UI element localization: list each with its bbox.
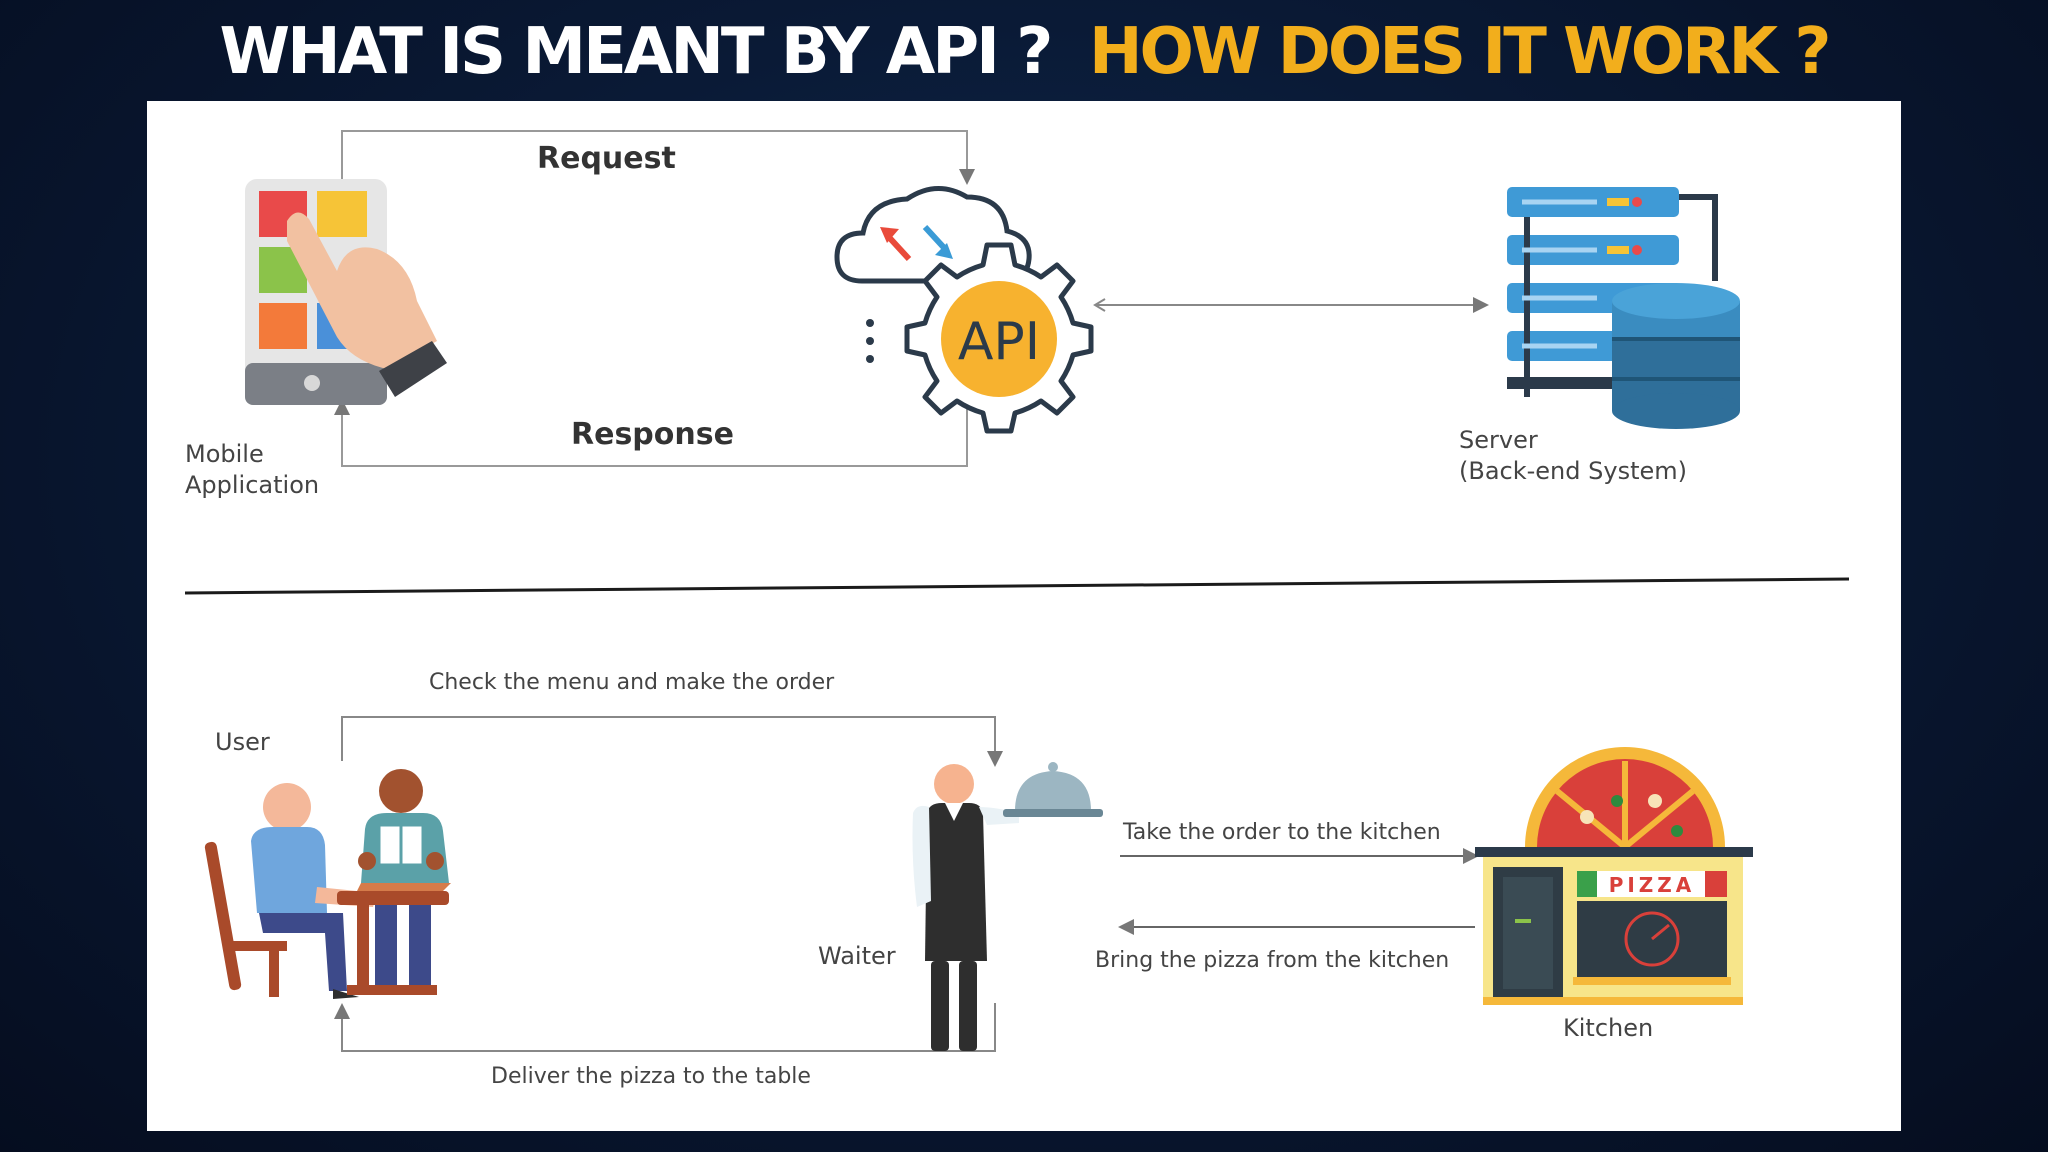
pizza-shop-icon: PIZZA: [1475, 747, 1753, 1005]
server-label: Server (Back-end System): [1459, 425, 1687, 487]
bring-pizza-label: Bring the pizza from the kitchen: [1095, 948, 1450, 973]
user-label: User: [215, 728, 270, 756]
database-icon: [1612, 283, 1740, 429]
mobile-phone-icon: [245, 179, 447, 405]
diners-icon: [204, 769, 451, 999]
mobile-label-line2: Application: [185, 471, 320, 500]
title-main: WHAT IS MEANT BY API ?: [219, 15, 1054, 89]
api-text: API: [958, 312, 1040, 372]
title-accent: HOW DOES IT WORK ?: [1088, 15, 1831, 89]
check-menu-label: Check the menu and make the order: [429, 670, 835, 695]
cloche-icon: [1003, 762, 1103, 817]
request-label: Request: [537, 141, 676, 176]
page-title: WHAT IS MEANT BY API ? HOW DOES IT WORK …: [0, 12, 2048, 92]
order-connector: [341, 716, 1003, 767]
dots-icon: [866, 319, 874, 363]
api-gear-icon: API: [904, 242, 1094, 434]
server-label-line1: Server: [1459, 426, 1538, 454]
waiter-icon: [912, 764, 1019, 1051]
diagram-graphics: API: [184, 130, 1850, 1052]
response-connector: [334, 399, 968, 467]
take-order-label: Take the order to the kitchen: [1123, 820, 1441, 845]
cloud-sync-icon: [834, 186, 1032, 284]
deliver-label: Deliver the pizza to the table: [491, 1064, 811, 1089]
mobile-app-label: Mobile Application: [185, 439, 319, 501]
api-server-connector: [1093, 297, 1489, 313]
waiter-label: Waiter: [818, 942, 896, 970]
deliver-connector: [334, 1003, 996, 1052]
kitchen-connectors: [1118, 848, 1479, 935]
response-label: Response: [571, 417, 734, 452]
kitchen-label: Kitchen: [1563, 1014, 1654, 1042]
pizza-sign-text: PIZZA: [1609, 873, 1696, 897]
mobile-label-line1: Mobile: [185, 440, 264, 468]
diagram-panel: API: [147, 101, 1901, 1131]
server-label-line2: (Back-end System): [1459, 457, 1687, 486]
section-divider: [184, 577, 1850, 595]
